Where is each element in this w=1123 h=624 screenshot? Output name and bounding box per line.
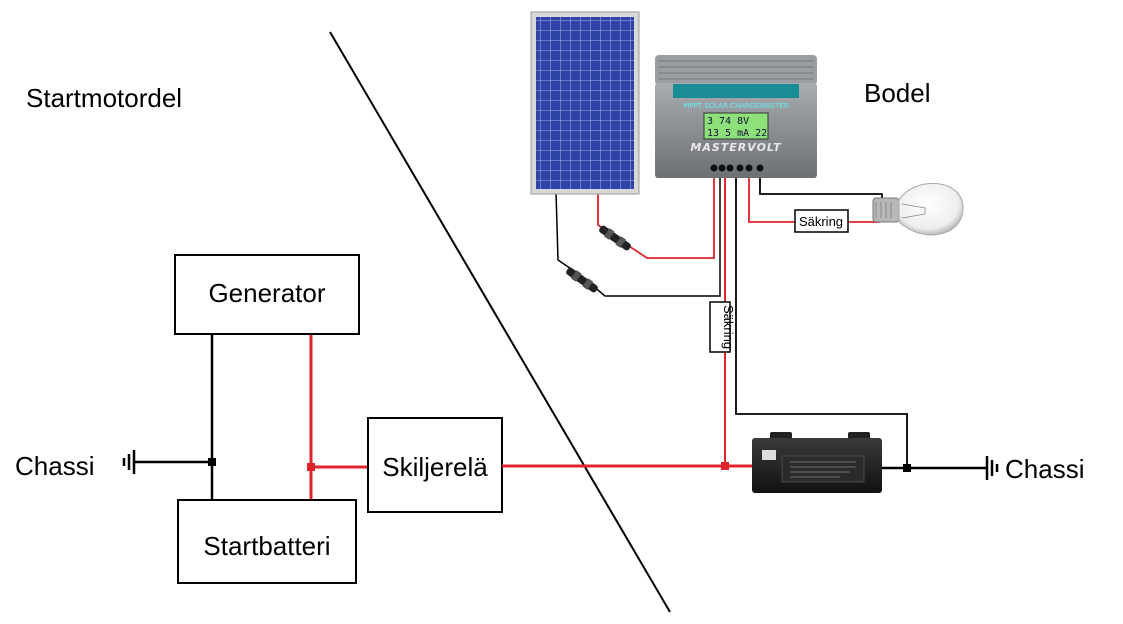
house-battery-icon [752, 432, 882, 493]
section-label-bodel: Bodel [864, 78, 931, 108]
wire-lamp-positive [748, 168, 795, 223]
controller-lcd-line1: 3 74 8V [707, 116, 749, 127]
junction-negative-left [208, 458, 216, 466]
generator-box [174, 254, 360, 335]
mc4-connector-negative [566, 267, 598, 293]
skiljerela-label: Skiljerelä [382, 452, 488, 482]
startbatteri-box [177, 499, 357, 584]
chassi-label-right: Chassi [1005, 454, 1084, 484]
controller-lcd-line2: 13 5 mA 22 [707, 128, 767, 139]
generator-label: Generator [208, 278, 325, 308]
section-divider [329, 31, 671, 613]
wire-lamp-negative [759, 168, 883, 200]
junction-positive-left [307, 463, 315, 471]
section-label-startmotordel: Startmotordel [26, 83, 182, 113]
fuse-vertical-label: Säkring [721, 305, 736, 349]
fuse-lamp-box [794, 209, 849, 233]
controller-header: MPPT SOLAR CHARGEMASTER [683, 102, 788, 110]
controller-brand: MASTERVOLT [690, 141, 782, 154]
junction-negative-right [903, 464, 911, 472]
fuse-vertical-box [709, 301, 731, 353]
chassi-label-left: Chassi [15, 451, 94, 481]
mc4-connector-positive [599, 225, 631, 251]
ground-icon-left [122, 450, 136, 474]
fuse-lamp-label: Säkring [799, 214, 843, 229]
controller-terminals [710, 164, 764, 172]
solar-panel-icon [530, 11, 640, 195]
charge-controller-icon: MPPT SOLAR CHARGEMASTER 3 74 8V 13 5 mA … [655, 55, 817, 178]
ground-icon-right [985, 456, 999, 480]
light-bulb-icon [872, 182, 964, 236]
wire-panel-positive [597, 168, 715, 259]
startbatteri-label: Startbatteri [203, 531, 330, 561]
